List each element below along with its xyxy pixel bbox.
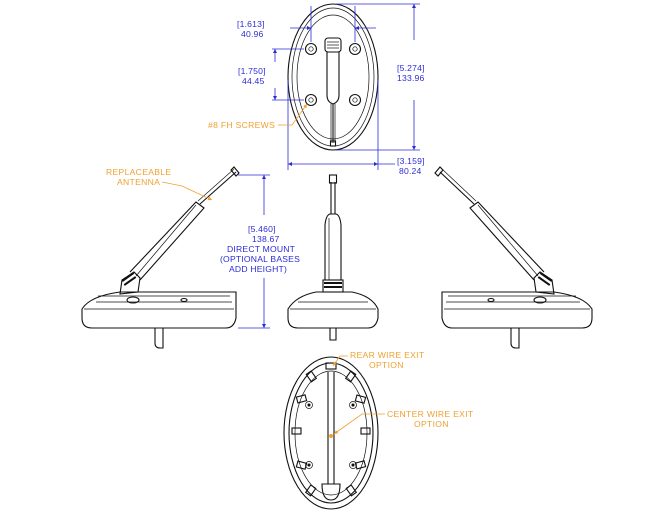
rear-exit-callout: REAR WIRE EXIT OPTION [332,350,425,370]
top-view-antenna [324,37,342,147]
mounting-hole-top-left [304,42,318,56]
dim-overall-height: [5.460] 138.67 DIRECT MOUNT (OPTIONAL BA… [220,174,300,329]
dim-base-height: [5.274] 133.96 [336,3,425,151]
antenna-note-line2: ANTENNA [117,177,160,187]
dim-base-width: [3.159] 80.24 [287,80,425,176]
right-antenna-boot [469,201,555,295]
center-antenna-whip [328,174,338,214]
dim-hole-width: [1.613] 40.96 [237,6,376,42]
left-base [81,291,237,349]
left-antenna-boot [119,201,205,295]
bottom-view-base [283,356,379,510]
bottom-view-wire-channel [321,372,341,501]
mount-note-line1: DIRECT MOUNT [227,244,296,254]
rear-exit-line2: OPTION [369,360,404,370]
side-view-left: REPLACEABLE ANTENNA [81,166,240,349]
center-base [287,291,379,341]
center-antenna-boot [322,213,344,293]
mounting-hole-bottom-left [304,93,318,107]
mounting-hole-bottom-right [348,93,362,107]
bottom-view-bosses [305,401,357,469]
base-height-mm: 133.96 [397,73,425,83]
mount-note-line2: (OPTIONAL BASES [220,254,300,264]
side-view-right [434,166,593,349]
base-height-inch: [5.274] [397,63,425,73]
side-view-center [287,174,379,341]
center-exit-line1: CENTER WIRE EXIT [387,409,474,419]
dim-hole-spacing: [1.750] 44.45 [238,48,304,101]
bottom-view-ribs [291,362,371,497]
hole-spacing-inch: [1.750] [238,66,266,76]
hole-width-mm: 40.96 [241,29,264,39]
base-width-inch: [3.159] [397,156,425,166]
rear-exit-line1: REAR WIRE EXIT [350,350,425,360]
center-exit-line2: OPTION [414,419,449,429]
bottom-view: REAR WIRE EXIT OPTION CENTER WIRE EXIT O… [283,350,474,510]
base-width-mm: 80.24 [399,166,422,176]
hole-width-inch: [1.613] [237,19,265,29]
overall-height-mm: 138.67 [252,234,280,244]
top-view: [1.613] 40.96 [1.750] 44.45 [5.274] 133.… [208,3,425,176]
screws-callout: #8 FH SCREWS [208,103,308,130]
right-antenna-whip [434,166,477,205]
hole-spacing-mm: 44.45 [242,76,265,86]
left-antenna-whip [197,166,240,205]
mount-note-line3: ADD HEIGHT) [229,264,287,274]
mounting-hole-top-right [348,42,362,56]
antenna-callout: REPLACEABLE ANTENNA [106,167,213,201]
right-base [441,291,593,349]
antenna-note-line1: REPLACEABLE [106,167,171,177]
screws-note: #8 FH SCREWS [208,120,275,130]
overall-height-inch: [5.460] [248,224,276,234]
center-exit-callout: CENTER WIRE EXIT OPTION [333,409,474,435]
